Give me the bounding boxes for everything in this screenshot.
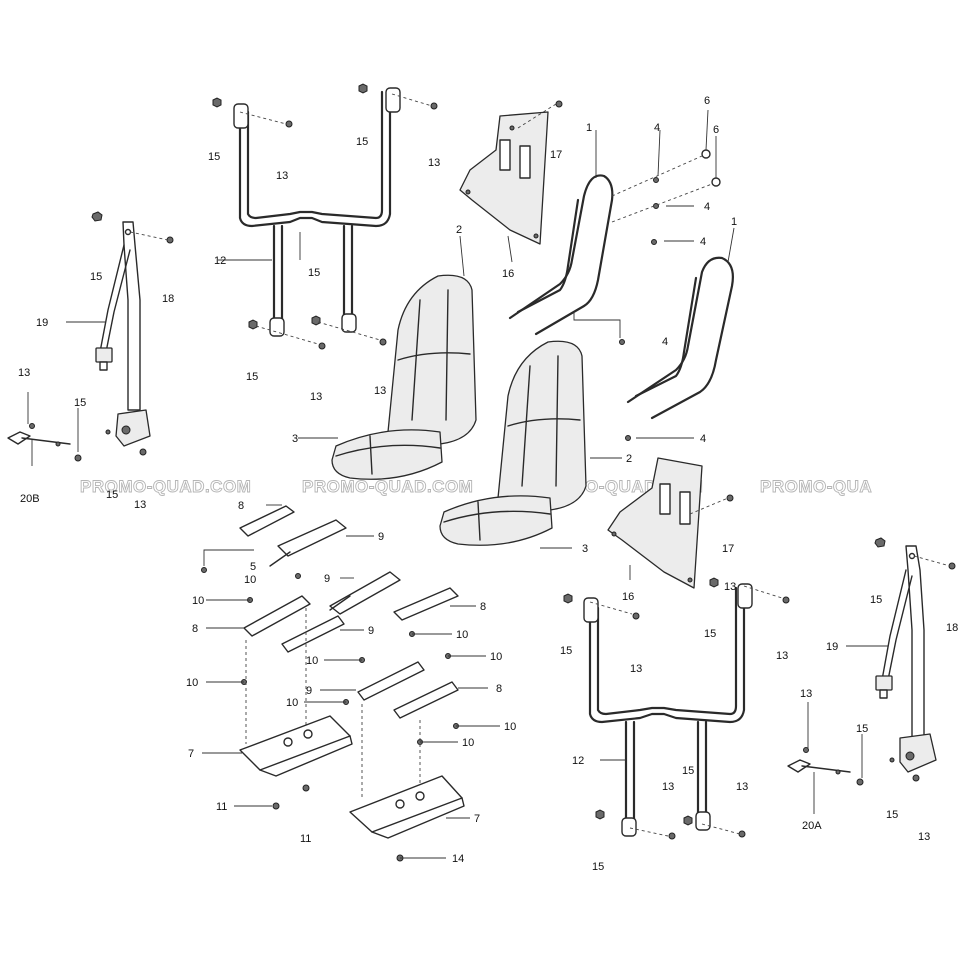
callout-13: 13 <box>662 781 674 793</box>
tube-frame-right <box>625 256 734 441</box>
callout-labels: 1 1 2 2 3 3 4 4 4 4 4 5 6 6 7 7 8 8 8 8 … <box>18 95 958 873</box>
callout-10: 10 <box>244 574 256 586</box>
seat-right <box>439 340 587 546</box>
callout-9: 9 <box>306 685 312 697</box>
callout-13: 13 <box>18 367 30 379</box>
callout-13: 13 <box>918 831 930 843</box>
callout-8: 8 <box>496 683 502 695</box>
callout-4: 4 <box>704 201 710 213</box>
callout-13: 13 <box>800 688 812 700</box>
base-plate-right <box>349 775 465 862</box>
callout-7: 7 <box>474 813 480 825</box>
callout-11: 11 <box>300 833 311 845</box>
base-plate-left <box>239 715 353 810</box>
callout-13: 13 <box>310 391 322 403</box>
callout-10: 10 <box>286 697 298 709</box>
callout-15: 15 <box>208 151 220 163</box>
callout-13: 13 <box>736 781 748 793</box>
callout-10: 10 <box>490 651 502 663</box>
callout-13: 13 <box>276 170 288 182</box>
callout-4: 4 <box>700 236 706 248</box>
callout-2: 2 <box>456 224 462 236</box>
callout-6: 6 <box>713 124 719 136</box>
callout-16: 16 <box>622 591 634 603</box>
callout-20B: 20B <box>20 493 40 505</box>
callout-13: 13 <box>724 581 736 593</box>
callout-15: 15 <box>90 271 102 283</box>
callout-9: 9 <box>378 531 384 543</box>
callout-15: 15 <box>308 267 320 279</box>
callout-15: 15 <box>356 136 368 148</box>
callout-2: 2 <box>626 453 632 465</box>
seat-frame-left <box>212 83 438 350</box>
callout-15: 15 <box>682 765 694 777</box>
callout-18: 18 <box>946 622 958 634</box>
callout-16: 16 <box>502 268 514 280</box>
callout-3: 3 <box>292 433 298 445</box>
callout-7: 7 <box>188 748 194 760</box>
callout-9: 9 <box>368 625 374 637</box>
callout-11: 11 <box>216 801 227 813</box>
tube-frame-top <box>508 149 721 345</box>
callout-1: 1 <box>586 122 592 134</box>
callout-17: 17 <box>722 543 734 555</box>
svg-text:PROMO-QUA: PROMO-QUA <box>760 477 872 496</box>
callout-13: 13 <box>374 385 386 397</box>
back-panel-top <box>459 100 563 245</box>
callout-15: 15 <box>886 809 898 821</box>
callout-9: 9 <box>324 573 330 585</box>
callout-15: 15 <box>592 861 604 873</box>
callout-8: 8 <box>480 601 486 613</box>
callout-15: 15 <box>74 397 86 409</box>
callout-14: 14 <box>452 853 464 865</box>
callout-8: 8 <box>238 500 244 512</box>
callout-5: 5 <box>250 561 256 573</box>
callout-15: 15 <box>704 628 716 640</box>
svg-text:PROMO-QUAD.COM: PROMO-QUAD.COM <box>302 477 473 496</box>
callout-19: 19 <box>36 317 48 329</box>
back-panel-bottom <box>607 457 734 589</box>
slide-rail-assembly <box>201 505 459 800</box>
callout-12: 12 <box>572 755 584 767</box>
callout-13: 13 <box>134 499 146 511</box>
seatbelt-right <box>787 537 956 786</box>
seatbelt-left <box>7 211 174 462</box>
callout-3: 3 <box>582 543 588 555</box>
callout-13: 13 <box>630 663 642 675</box>
callout-15: 15 <box>106 489 118 501</box>
callout-10: 10 <box>456 629 468 641</box>
leader-lines <box>27 93 951 859</box>
callout-20A: 20A <box>802 820 822 832</box>
callout-4: 4 <box>700 433 706 445</box>
callout-13: 13 <box>428 157 440 169</box>
callout-10: 10 <box>192 595 204 607</box>
callout-4: 4 <box>654 122 660 134</box>
callout-10: 10 <box>306 655 318 667</box>
callout-4: 4 <box>662 336 668 348</box>
callout-12: 12 <box>214 255 226 267</box>
watermark: PROMO-QUAD.COM PROMO-QUAD.COM PROMO-QUAD… <box>80 477 873 497</box>
seat-frame-right <box>563 577 790 840</box>
callout-15: 15 <box>246 371 258 383</box>
callout-10: 10 <box>462 737 474 749</box>
svg-text:PROMO-QUAD.COM: PROMO-QUAD.COM <box>80 477 251 496</box>
seat-left <box>331 274 477 480</box>
callout-10: 10 <box>186 677 198 689</box>
callout-15: 15 <box>560 645 572 657</box>
callout-8: 8 <box>192 623 198 635</box>
callout-15: 15 <box>870 594 882 606</box>
callout-15: 15 <box>856 723 868 735</box>
callout-17: 17 <box>550 149 562 161</box>
callout-18: 18 <box>162 293 174 305</box>
callout-6: 6 <box>704 95 710 107</box>
callout-13: 13 <box>776 650 788 662</box>
callout-19: 19 <box>826 641 838 653</box>
callout-10: 10 <box>504 721 516 733</box>
callout-1: 1 <box>731 216 737 228</box>
